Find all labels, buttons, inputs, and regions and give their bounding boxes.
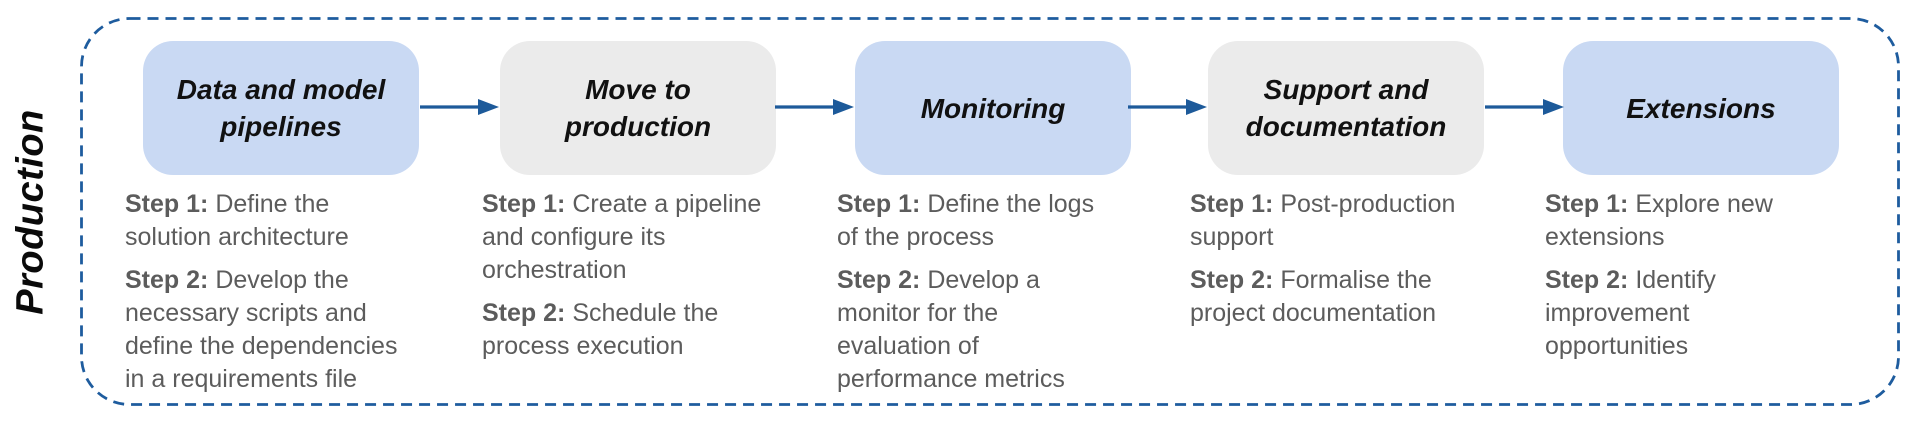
row-label-area: Production xyxy=(0,0,62,424)
stage-title: Extensions xyxy=(1626,92,1776,124)
step-body: Develop a monitor for the evaluation of … xyxy=(837,266,1065,393)
step-body: Develop the necessary scripts and define… xyxy=(125,266,398,393)
stage-title: Support and documentation xyxy=(1245,74,1447,142)
step-body: Schedule the process execution xyxy=(482,299,719,360)
stage-box: Data and model pipelines xyxy=(143,41,419,175)
stage-steps: Step 1: Create a pipeline and configure … xyxy=(482,188,794,363)
arrow-right-icon xyxy=(775,99,854,115)
step-body: Identify improvement opportunities xyxy=(1545,266,1716,360)
step-body: Formalise the project documentation xyxy=(1190,266,1436,327)
arrow-right-icon xyxy=(420,99,499,115)
stage-steps: Step 1: Post-production support Step 2: … xyxy=(1190,188,1502,330)
stage-steps: Step 1: Explore new extensions Step 2: I… xyxy=(1545,188,1857,363)
step-label: Step 1: xyxy=(837,190,921,218)
step-body: Post-production support xyxy=(1190,190,1456,251)
step-label: Step 2: xyxy=(125,266,209,294)
step-text: Step 2: Formalise the project documentat… xyxy=(1190,264,1502,330)
arrow-right-icon xyxy=(1485,99,1564,115)
stage-steps: Step 1: Define the solution architecture… xyxy=(125,188,437,396)
step-body: Define the solution architecture xyxy=(125,190,349,251)
stage-box: Move to production xyxy=(500,41,776,175)
step-label: Step 2: xyxy=(1545,266,1629,294)
stage-title: Data and model pipelines xyxy=(176,74,386,142)
step-text: Step 1: Define the solution architecture xyxy=(125,188,437,254)
step-label: Step 2: xyxy=(837,266,921,294)
step-label: Step 1: xyxy=(125,190,209,218)
step-text: Step 1: Create a pipeline and configure … xyxy=(482,188,794,287)
production-row-label: Production xyxy=(9,109,52,315)
step-label: Step 2: xyxy=(1190,266,1274,294)
step-body: Define the logs of the process xyxy=(837,190,1095,251)
step-text: Step 1: Post-production support xyxy=(1190,188,1502,254)
step-text: Step 2: Identify improvement opportuniti… xyxy=(1545,264,1857,363)
step-body: Create a pipeline and configure its orch… xyxy=(482,190,762,284)
stage-title: Monitoring xyxy=(920,92,1066,124)
stage-monitoring: Monitoring Step 1: Define the logs of th… xyxy=(837,41,1149,406)
step-text: Step 2: Develop the necessary scripts an… xyxy=(125,264,437,396)
arrow-right-icon xyxy=(1128,99,1207,115)
stage-box: Extensions xyxy=(1563,41,1839,175)
stage-steps: Step 1: Define the logs of the process S… xyxy=(837,188,1149,396)
stage-box: Support and documentation xyxy=(1208,41,1484,175)
stage-move-to-production: Move to production Step 1: Create a pipe… xyxy=(482,41,794,373)
step-label: Step 1: xyxy=(482,190,566,218)
step-text: Step 1: Explore new extensions xyxy=(1545,188,1857,254)
step-label: Step 1: xyxy=(1545,190,1629,218)
step-text: Step 1: Define the logs of the process xyxy=(837,188,1149,254)
stage-extensions: Extensions Step 1: Explore new extension… xyxy=(1545,41,1857,373)
stage-title: Move to production xyxy=(564,74,712,142)
step-body: Explore new extensions xyxy=(1545,190,1773,251)
stage-support-and-documentation: Support and documentation Step 1: Post-p… xyxy=(1190,41,1502,340)
step-text: Step 2: Develop a monitor for the evalua… xyxy=(837,264,1149,396)
step-label: Step 1: xyxy=(1190,190,1274,218)
stage-box: Monitoring xyxy=(855,41,1131,175)
step-text: Step 2: Schedule the process execution xyxy=(482,297,794,363)
step-label: Step 2: xyxy=(482,299,566,327)
stage-data-and-model-pipelines: Data and model pipelines Step 1: Define … xyxy=(125,41,437,406)
